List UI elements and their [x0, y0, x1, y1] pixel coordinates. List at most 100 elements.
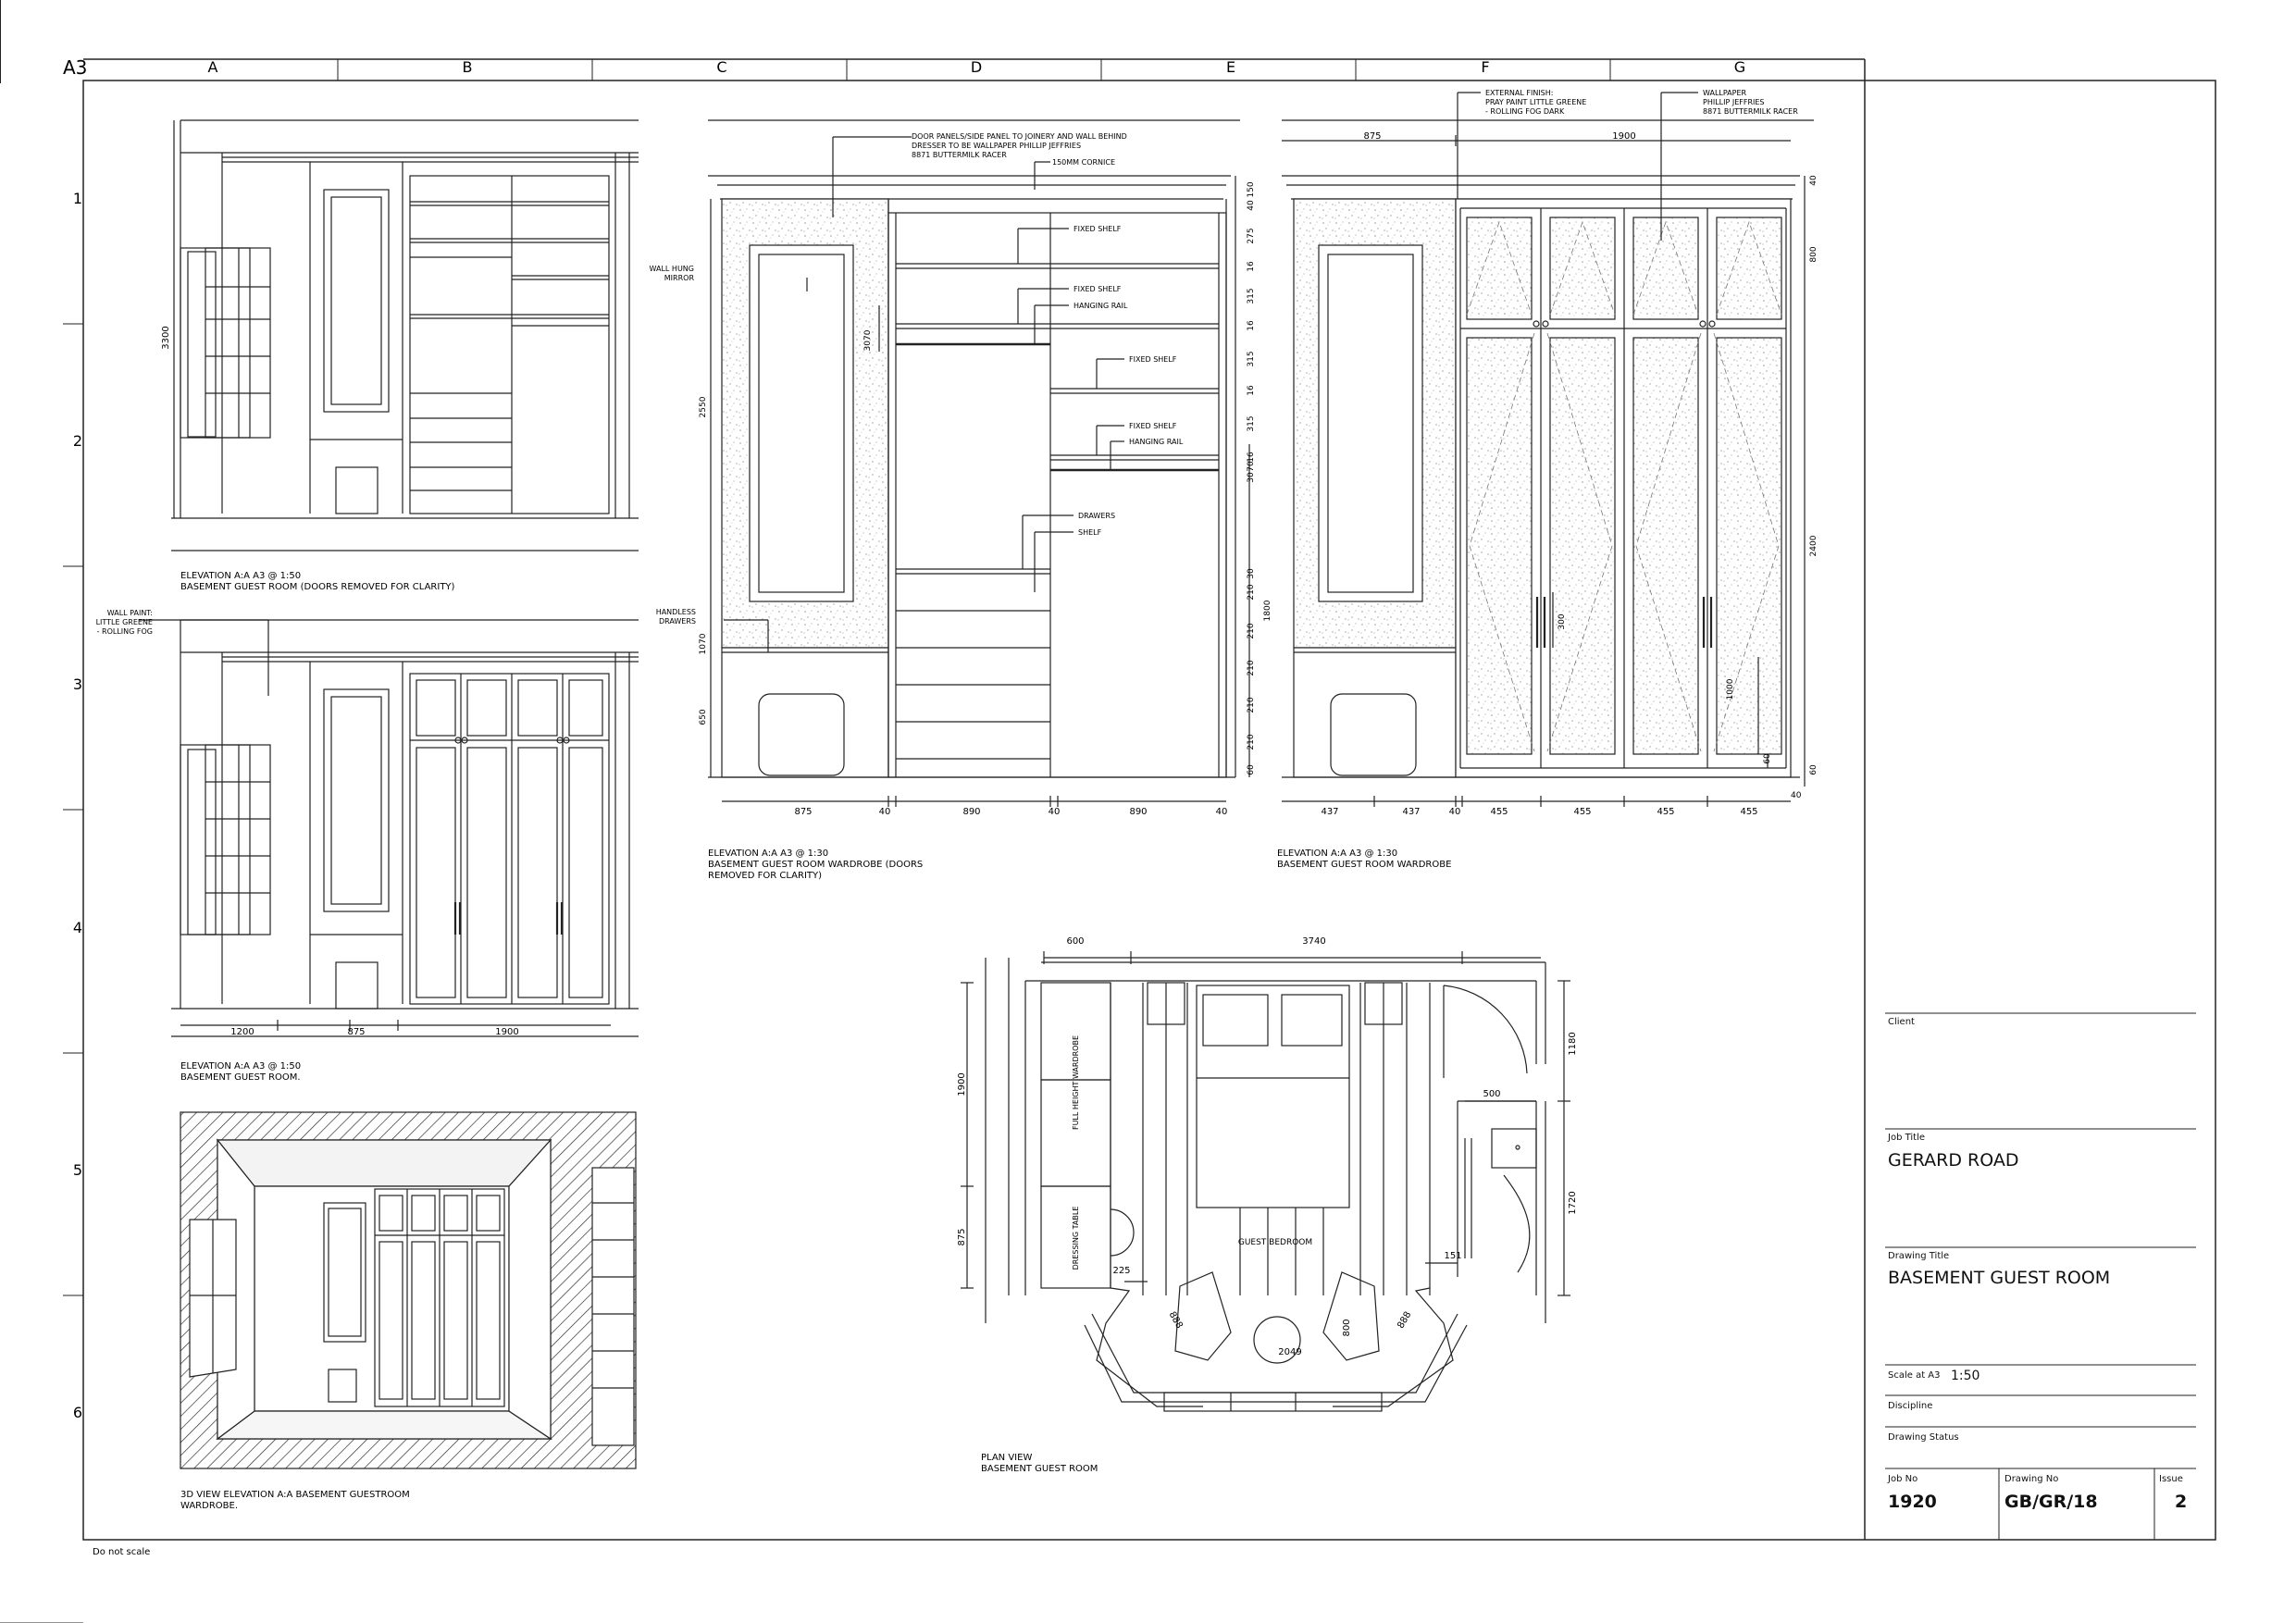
drawing-status-label: Drawing Status — [1888, 1432, 1959, 1443]
drawing-no-value: GB/GR/18 — [2004, 1492, 2098, 1512]
elevation-2-caption-line2: BASEMENT GUEST ROOM. — [180, 1072, 301, 1083]
elevation-3-dim-right-210e: 210 — [1247, 734, 1256, 750]
column-label-b: B — [463, 58, 473, 76]
elevation-3-mirror-note-line1: WALL HUNG — [650, 265, 694, 273]
row-label-6: 6 — [73, 1404, 82, 1421]
elevation-4-dim-bottom-455a: 455 — [1490, 807, 1508, 817]
elevation-3-drawing — [708, 119, 1250, 807]
plan-dim-875: 875 — [957, 1228, 967, 1245]
elevation-4-dim-bottom-455c: 455 — [1657, 807, 1674, 817]
elevation-3-panel-note-line2: DRESSER TO BE WALLPAPER PHILLIP JEFFRIES — [912, 142, 1081, 150]
client-label: Client — [1888, 1017, 1915, 1027]
scale-label: Scale at A3 — [1888, 1370, 1941, 1381]
issue-value: 2 — [2175, 1492, 2188, 1512]
elevation-4-finish-note-line1: EXTERNAL FINISH: — [1485, 89, 1553, 97]
job-no-value: 1920 — [1888, 1492, 1937, 1512]
row-label-5: 5 — [73, 1161, 82, 1179]
elevation-4-dim-bottom-455d: 455 — [1740, 807, 1757, 817]
elevation-4-dim-300: 300 — [1558, 613, 1567, 629]
scale-value: 1:50 — [1951, 1369, 1980, 1383]
plan-dim-1180: 1180 — [1568, 1032, 1578, 1055]
elevation-4-dim-right-40b: 40 — [1791, 791, 1802, 800]
elevation-3-caption-line1: ELEVATION A:A A3 @ 1:30 — [708, 849, 828, 859]
elevation-3-dim-right-275: 275 — [1247, 228, 1256, 243]
title-block — [1885, 1012, 2196, 1540]
elevation-3-cornice-note: 150MM CORNICE — [1052, 158, 1115, 167]
elevation-3-dim-right-210a: 210 — [1247, 584, 1256, 600]
plan-dim-500: 500 — [1483, 1089, 1500, 1099]
column-label-c: C — [716, 58, 726, 76]
elevation-4-dim-60: 60 — [1763, 753, 1772, 764]
elevation-3-dim-right-210d: 210 — [1247, 697, 1256, 712]
elevation-3-dim-left-2550: 2550 — [699, 396, 708, 417]
elevation-3-dim-left-650: 650 — [699, 709, 708, 725]
elevation-3-dim-bottom-890b: 890 — [1129, 807, 1147, 817]
wall-paint-note-line3: - ROLLING FOG — [97, 627, 153, 636]
elevation-3-dim-right-150: 150 — [1247, 181, 1256, 197]
sheet-size-label: A3 — [63, 56, 87, 79]
do-not-scale-note: Do not scale — [93, 1547, 150, 1557]
plan-dim-3740: 3740 — [1302, 936, 1325, 947]
elevation-3-label-shelf: SHELF — [1078, 528, 1102, 537]
plan-dim-2049: 2049 — [1278, 1347, 1301, 1357]
discipline-label: Discipline — [1888, 1401, 1933, 1411]
elevation-3-label-fixed-shelf-4: FIXED SHELF — [1129, 422, 1177, 430]
elevation-3-label-hanging-rail-2: HANGING RAIL — [1129, 438, 1184, 446]
column-label-e: E — [1226, 58, 1235, 76]
elevation-3-dim-right-30b: 30 — [1247, 568, 1256, 579]
row-label-2: 2 — [73, 432, 82, 450]
plan-dim-888-left: 888 — [1167, 1310, 1185, 1331]
elevation-4-finish-note-line3: - ROLLING FOG DARK — [1485, 107, 1565, 116]
issue-label: Issue — [2159, 1474, 2183, 1484]
row-grid — [63, 323, 83, 1296]
elevation-3-dim-bottom-40a: 40 — [879, 807, 891, 817]
elevation-3-dim-bottom-890a: 890 — [962, 807, 980, 817]
plan-dim-1900: 1900 — [957, 1072, 967, 1096]
elevation-2-caption-line1: ELEVATION A:A A3 @ 1:50 — [180, 1061, 301, 1072]
elevation-4-dim-top-875: 875 — [1363, 131, 1381, 142]
elevation-3-dim-right-40: 40 — [1247, 200, 1256, 211]
job-no-label: Job No — [1888, 1474, 1918, 1484]
elevation-3-caption-line3: REMOVED FOR CLARITY) — [708, 871, 822, 881]
elevation-4-dim-bottom-437b: 437 — [1402, 807, 1420, 817]
plan-room-label: GUEST BEDROOM — [1238, 1238, 1312, 1247]
elevation-3-label-drawers: DRAWERS — [1078, 512, 1115, 520]
elevation-3-dim-3070: 3070 — [863, 329, 873, 351]
elevation-4-drawing — [1282, 92, 1814, 807]
elevation-3-label-fixed-shelf-1: FIXED SHELF — [1074, 225, 1122, 233]
plan-dim-888-right: 888 — [1396, 1310, 1413, 1331]
elevation-1-caption-line2: BASEMENT GUEST ROOM (DOORS REMOVED FOR C… — [180, 582, 455, 592]
column-label-a: A — [208, 58, 218, 76]
drawing-title-label: Drawing Title — [1888, 1251, 1950, 1261]
elevation-3-dim-right-315c: 315 — [1247, 415, 1256, 431]
elevation-3-label-hanging-rail-1: HANGING RAIL — [1074, 302, 1128, 310]
row-label-1: 1 — [73, 190, 82, 207]
elevation-3-label-fixed-shelf-3: FIXED SHELF — [1129, 355, 1177, 364]
plan-caption-line2: BASEMENT GUEST ROOM — [981, 1464, 1098, 1474]
elevation-3-handless-note-line1: HANDLESS — [656, 608, 696, 616]
elevation-3-dim-right-16b: 16 — [1247, 320, 1256, 331]
elevation-3-dim-bottom-40c: 40 — [1216, 807, 1228, 817]
elevation-3-dim-right-315a: 315 — [1247, 288, 1256, 304]
elevation-4-dim-top-1900: 1900 — [1612, 131, 1635, 142]
elevation-4-dim-right-60: 60 — [1809, 764, 1818, 775]
drawing-no-label: Drawing No — [2004, 1474, 2059, 1484]
elevation-3-label-fixed-shelf-2: FIXED SHELF — [1074, 285, 1122, 293]
elevation-4-dim-bottom-455b: 455 — [1573, 807, 1591, 817]
plan-dressing-table-label: DRESSING TABLE — [1072, 1207, 1080, 1270]
elevation-1-height-dim: 3300 — [161, 326, 171, 349]
elevation-3-dim-right-60: 60 — [1247, 764, 1256, 775]
view-3d-caption-line2: WARDROBE. — [180, 1501, 238, 1511]
elevation-4-wallpaper-note-line2: PHILLIP JEFFRIES — [1703, 98, 1765, 106]
elevation-1-caption-line1: ELEVATION A:A A3 @ 1:50 — [180, 571, 301, 581]
elevation-4-wallpaper-note-line3: 8871 BUTTERMILK RACER — [1703, 107, 1798, 116]
elevation-3-dim-right-16a: 16 — [1247, 261, 1256, 272]
plan-dim-151: 151 — [1444, 1251, 1461, 1261]
elevation-3-dim-right-210c: 210 — [1247, 660, 1256, 675]
elevation-2-dim-1900: 1900 — [495, 1027, 518, 1037]
elevation-3-dim-1800: 1800 — [1263, 600, 1272, 621]
elevation-3-dim-right-16d: 16 — [1247, 452, 1256, 463]
plan-dim-225: 225 — [1112, 1266, 1130, 1276]
elevation-3-handless-note-line2: DRAWERS — [659, 617, 696, 626]
